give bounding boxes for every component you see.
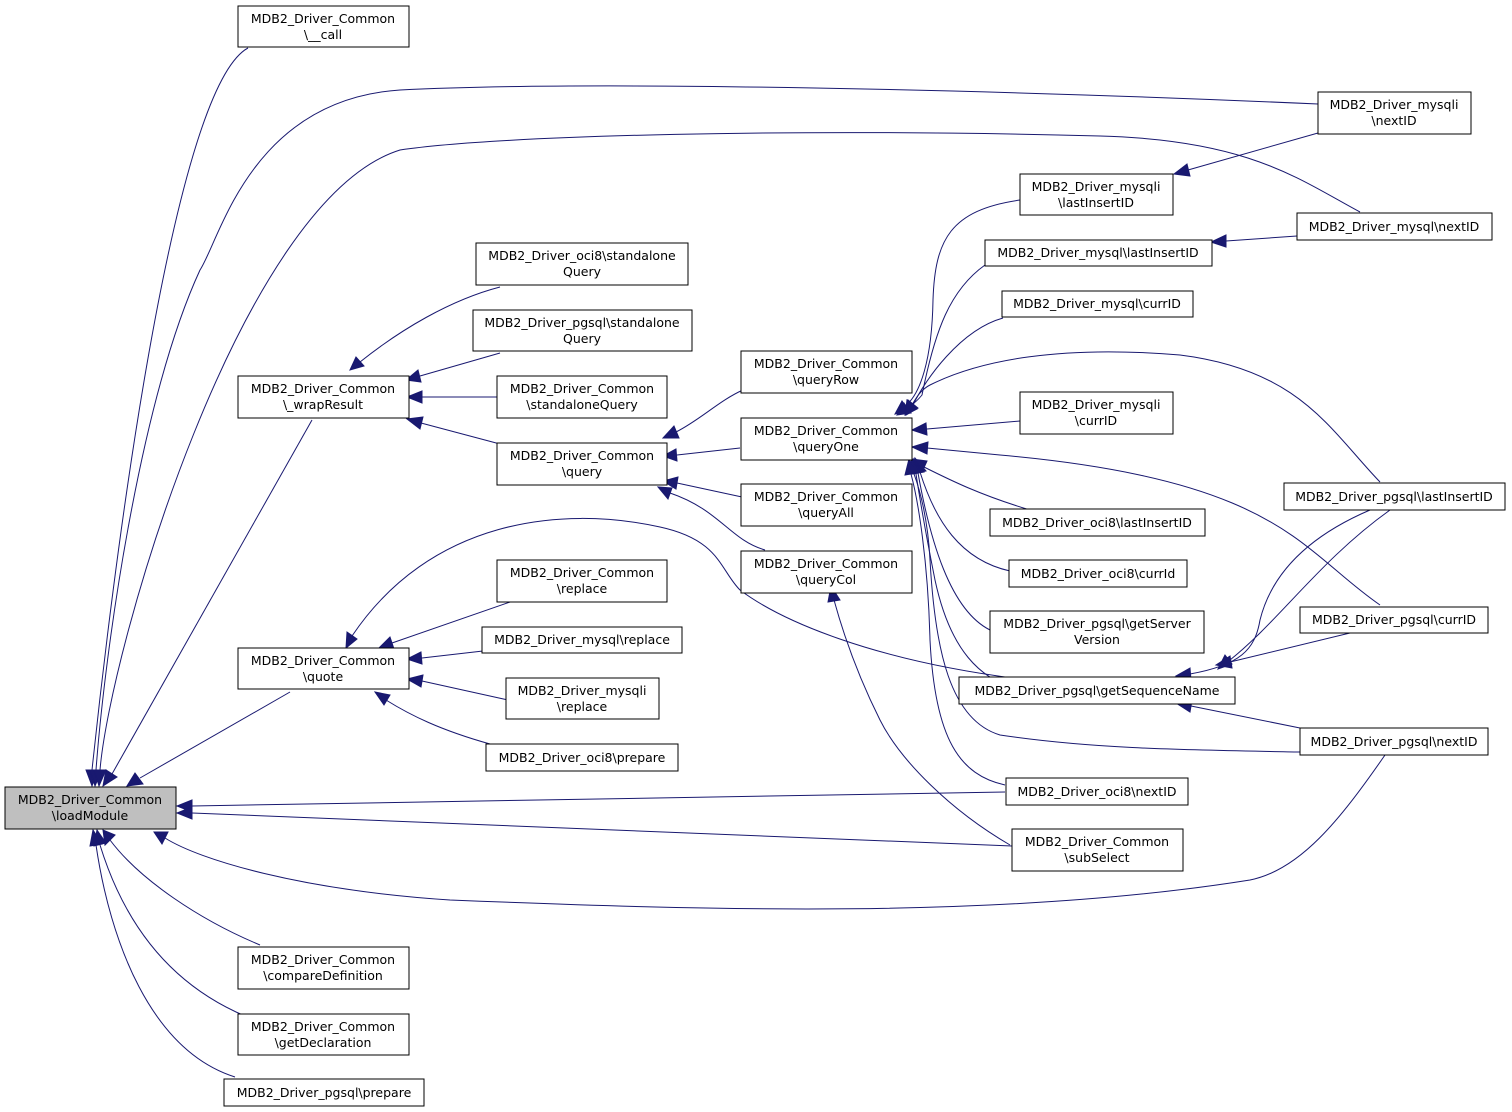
node-label: \currID [1075,413,1117,428]
node-label: MDB2_Driver_oci8\nextID [1017,784,1176,799]
node-wrap-result[interactable]: MDB2_Driver_Common \_wrapResult [237,375,410,419]
node-common-standalone-query[interactable]: MDB2_Driver_Common \standaloneQuery [496,375,668,419]
node-label: MDB2_Driver_mysql\currID [1013,296,1181,311]
graph-nodes: MDB2_Driver_Common \loadModule MDB2_Driv… [4,5,1506,1107]
node-label: \replace [557,581,608,596]
node-label: \replace [557,699,608,714]
node-label: MDB2_Driver_Common [251,381,395,396]
node-label: \compareDefinition [263,968,383,983]
node-label: \queryRow [793,372,859,387]
node-label: Query [563,331,602,346]
node-compare-definition[interactable]: MDB2_Driver_Common \compareDefinition [237,946,410,990]
node-label: MDB2_Driver_Common [510,381,654,396]
node-label: \quote [303,669,344,684]
node-oci8-standalone-query[interactable]: MDB2_Driver_oci8\standalone Query [475,242,689,286]
node-label: MDB2_Driver_pgsql\getSequenceName [975,683,1220,698]
node-label: MDB2_Driver_mysql\nextID [1309,219,1480,234]
node-label: Version [1074,632,1120,647]
node-label: \queryAll [798,505,854,520]
node-label: MDB2_Driver_pgsql\prepare [237,1085,412,1100]
node-call[interactable]: MDB2_Driver_Common \__call [237,5,410,48]
node-label: MDB2_Driver_pgsql\currID [1312,612,1476,627]
node-mysqli-replace[interactable]: MDB2_Driver_mysqli \replace [505,677,660,720]
node-label: MDB2_Driver_Common [251,952,395,967]
node-label: MDB2_Driver_Common [251,11,395,26]
node-label: MDB2_Driver_Common [754,423,898,438]
node-label: MDB2_Driver_oci8\lastInsertID [1002,515,1192,530]
node-label: MDB2_Driver_pgsql\getServer [1003,616,1191,631]
node-query[interactable]: MDB2_Driver_Common \query [496,442,668,486]
node-label: MDB2_Driver_oci8\currId [1021,566,1176,581]
graph-edges [85,47,1391,1078]
node-label: MDB2_Driver_Common [754,356,898,371]
node-label: MDB2_Driver_mysql\lastInsertID [997,245,1198,260]
node-label: \subSelect [1064,850,1129,865]
node-label: MDB2_Driver_oci8\prepare [499,750,666,765]
node-label: \_wrapResult [283,397,363,412]
node-pgsql-curr-id[interactable]: MDB2_Driver_pgsql\currID [1299,606,1489,634]
node-label: \queryCol [796,572,856,587]
node-label: MDB2_Driver_pgsql\standalone [484,315,680,330]
node-label: MDB2_Driver_Common [251,1019,395,1034]
node-label: \query [562,464,603,479]
node-label: \standaloneQuery [526,397,638,412]
node-label: MDB2_Driver_Common [1025,834,1169,849]
node-pgsql-last-insert-id[interactable]: MDB2_Driver_pgsql\lastInsertID [1283,482,1506,511]
node-label: MDB2_Driver_Common [510,448,654,463]
node-label: MDB2_Driver_mysqli [1330,97,1459,112]
node-pgsql-next-id[interactable]: MDB2_Driver_pgsql\nextID [1299,727,1489,756]
node-pgsql-get-server-version[interactable]: MDB2_Driver_pgsql\getServer Version [989,610,1205,654]
node-get-declaration[interactable]: MDB2_Driver_Common \getDeclaration [237,1013,410,1056]
node-sub-select[interactable]: MDB2_Driver_Common \subSelect [1011,828,1184,872]
node-label: MDB2_Driver_Common [510,565,654,580]
node-label: MDB2_Driver_pgsql\nextID [1311,734,1478,749]
node-mysql-last-insert-id[interactable]: MDB2_Driver_mysql\lastInsertID [984,239,1213,267]
node-oci8-prepare[interactable]: MDB2_Driver_oci8\prepare [485,743,679,772]
node-label: MDB2_Driver_mysqli [1032,179,1161,194]
node-query-col[interactable]: MDB2_Driver_Common \queryCol [740,550,913,594]
node-label: \queryOne [793,439,859,454]
node-query-row[interactable]: MDB2_Driver_Common \queryRow [740,350,913,394]
node-mysqli-curr-id[interactable]: MDB2_Driver_mysqli \currID [1019,391,1174,435]
node-quote[interactable]: MDB2_Driver_Common \quote [237,647,410,690]
node-label: MDB2_Driver_mysql\replace [494,632,670,647]
node-common-replace[interactable]: MDB2_Driver_Common \replace [496,559,668,603]
node-query-one[interactable]: MDB2_Driver_Common \queryOne [740,417,913,461]
node-label: \nextID [1371,113,1416,128]
node-label: MDB2_Driver_mysqli [518,683,647,698]
node-label: MDB2_Driver_Common [754,556,898,571]
node-label: MDB2_Driver_Common [754,489,898,504]
node-mysqli-last-insert-id[interactable]: MDB2_Driver_mysqli \lastInsertID [1019,173,1174,216]
node-load-module[interactable]: MDB2_Driver_Common \loadModule [4,786,177,830]
node-pgsql-get-sequence-name[interactable]: MDB2_Driver_pgsql\getSequenceName [958,676,1236,705]
node-label: MDB2_Driver_Common [251,653,395,668]
node-oci8-next-id[interactable]: MDB2_Driver_oci8\nextID [1005,777,1189,806]
node-label: \__call [304,27,342,42]
node-label: MDB2_Driver_mysqli [1032,397,1161,412]
node-query-all[interactable]: MDB2_Driver_Common \queryAll [740,483,913,527]
node-pgsql-standalone-query[interactable]: MDB2_Driver_pgsql\standalone Query [472,309,693,352]
node-oci8-curr-id[interactable]: MDB2_Driver_oci8\currId [1008,559,1188,588]
node-label: \loadModule [52,808,129,823]
node-label: \lastInsertID [1058,195,1134,210]
node-label: MDB2_Driver_pgsql\lastInsertID [1295,489,1493,504]
node-label: Query [563,264,602,279]
node-mysql-next-id[interactable]: MDB2_Driver_mysql\nextID [1296,212,1493,241]
node-label: \getDeclaration [275,1035,372,1050]
node-label: MDB2_Driver_oci8\standalone [488,248,676,263]
node-mysql-replace[interactable]: MDB2_Driver_mysql\replace [481,626,683,654]
node-mysql-curr-id[interactable]: MDB2_Driver_mysql\currID [1001,290,1194,318]
node-pgsql-prepare[interactable]: MDB2_Driver_pgsql\prepare [223,1078,425,1107]
node-mysqli-next-id[interactable]: MDB2_Driver_mysqli \nextID [1317,91,1472,135]
node-label: MDB2_Driver_Common [18,792,162,807]
node-oci8-last-insert-id[interactable]: MDB2_Driver_oci8\lastInsertID [989,508,1206,537]
